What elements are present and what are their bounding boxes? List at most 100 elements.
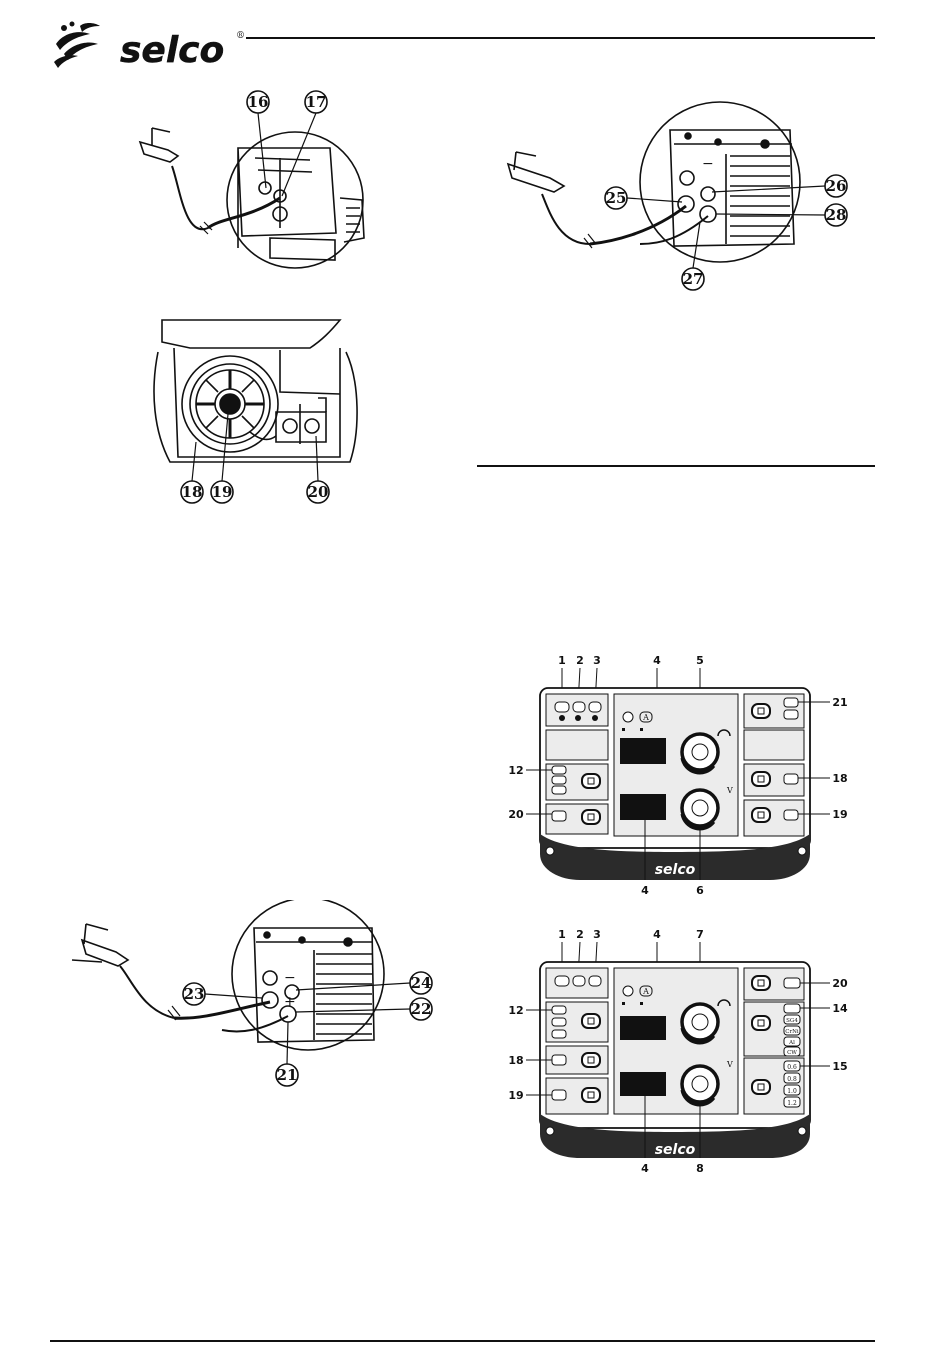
svg-text:24: 24: [411, 974, 432, 992]
callout-20: 20: [307, 436, 329, 503]
display-bottom: [620, 1072, 666, 1096]
amp-icon-label: A: [642, 987, 649, 996]
polarity-minus-label: −: [284, 970, 296, 986]
gas-label-crni: CrNi: [785, 1029, 799, 1035]
button-12[interactable]: [582, 774, 600, 788]
callout-19-panel: 19: [508, 1089, 523, 1102]
gas-label-sg4: SG4: [786, 1018, 798, 1024]
registered-mark: ®: [236, 31, 245, 41]
callout-15: 15: [832, 1060, 847, 1073]
button-18[interactable]: [752, 772, 770, 786]
callout-4-top: 4: [653, 654, 661, 667]
callout-12: 12: [508, 1004, 523, 1017]
svg-text:22: 22: [411, 1000, 432, 1018]
display-bottom: [620, 794, 666, 820]
button-20[interactable]: [752, 976, 770, 990]
figure-ground-clamp-connection-a: 16 17: [130, 88, 390, 278]
button-15[interactable]: [752, 1080, 770, 1094]
magnifier-circle: [227, 132, 363, 268]
svg-text:28: 28: [826, 206, 847, 224]
callout-18: 18: [181, 442, 203, 503]
logo-brand-text: selco: [120, 30, 224, 70]
callout-1: 1: [558, 928, 566, 941]
callout-18-panel: 18: [508, 1054, 523, 1067]
polarity-minus-label: −: [702, 156, 714, 172]
callout-19-panel: 19: [832, 808, 847, 821]
svg-text:21: 21: [277, 1066, 298, 1084]
footer-rule: [50, 1340, 875, 1342]
callout-24: 24: [296, 972, 432, 994]
svg-text:18: 18: [182, 483, 203, 501]
selco-logo: selco ®: [50, 18, 250, 70]
control-panel-diagram-1: 1 2 3 4 5 selco A V: [500, 648, 860, 900]
knob-top[interactable]: [682, 1004, 718, 1043]
svg-text:23: 23: [184, 985, 205, 1003]
knob-bottom[interactable]: [682, 1066, 718, 1105]
gas-label-al: Al: [788, 1040, 795, 1046]
panel-brand: selco: [655, 1142, 696, 1158]
callout-6: 6: [696, 884, 704, 897]
callout-8: 8: [696, 1162, 704, 1175]
panel-brand: selco: [655, 862, 696, 878]
button-19[interactable]: [752, 808, 770, 822]
knob-bottom[interactable]: [682, 790, 718, 829]
button-21[interactable]: [752, 704, 770, 718]
callout-1: 1: [558, 654, 566, 667]
callout-21: 21: [276, 1022, 298, 1086]
svg-text:20: 20: [308, 483, 329, 501]
callout-20-panel: 20: [832, 977, 848, 990]
callout-3: 3: [593, 928, 601, 941]
callout-23: 23: [183, 983, 262, 1005]
magnifier-circle: [232, 900, 384, 1050]
svg-text:25: 25: [606, 189, 627, 207]
header-rule: [246, 37, 875, 39]
callout-2: 2: [576, 654, 584, 667]
wire-label-0-6: 0.6: [787, 1064, 797, 1071]
volt-icon-label: V: [726, 786, 733, 795]
display-top: [620, 738, 666, 764]
callout-20-panel: 20: [508, 808, 524, 821]
magnifier-circle: [640, 102, 800, 262]
callout-21-panel: 21: [832, 696, 847, 709]
callout-18-panel: 18: [832, 772, 847, 785]
button-18[interactable]: [582, 1053, 600, 1067]
button-14[interactable]: [752, 1016, 770, 1030]
callout-5: 5: [696, 654, 704, 667]
svg-text:19: 19: [212, 483, 233, 501]
volt-icon-label: V: [726, 1060, 733, 1069]
svg-text:27: 27: [683, 270, 704, 288]
logo-mark-icon: [54, 22, 100, 69]
control-panel-diagram-2: 1 2 3 4 7 selco A V: [500, 922, 860, 1178]
callout-7: 7: [696, 928, 704, 941]
mode-icons: [555, 702, 601, 712]
wire-label-0-8: 0.8: [787, 1076, 797, 1083]
knob-top[interactable]: [682, 734, 718, 773]
wire-label-1-2: 1.2: [787, 1100, 797, 1107]
callout-22: 22: [296, 998, 432, 1020]
callout-14: 14: [832, 1002, 848, 1015]
amp-icon-label: A: [642, 713, 649, 722]
callout-17: 17: [282, 91, 327, 196]
callout-4-bottom: 4: [641, 1162, 649, 1175]
wire-label-1-0: 1.0: [787, 1088, 797, 1095]
svg-text:16: 16: [248, 93, 269, 111]
gas-label-cw: CW: [787, 1050, 797, 1056]
header: selco ®: [0, 0, 950, 80]
callout-2: 2: [576, 928, 584, 941]
button-12[interactable]: [582, 1014, 600, 1028]
callout-3: 3: [593, 654, 601, 667]
callout-4-bottom: 4: [641, 884, 649, 897]
callout-4-top: 4: [653, 928, 661, 941]
callout-12: 12: [508, 764, 523, 777]
button-19[interactable]: [582, 1088, 600, 1102]
section-divider: [477, 465, 875, 467]
svg-text:17: 17: [306, 93, 327, 111]
display-top: [620, 1016, 666, 1040]
figure-ground-clamp-connection-b: − 25 26 28 27: [490, 94, 860, 294]
polarity-plus-label: +: [284, 994, 296, 1010]
figure-wire-spool-compartment: 18 19 20: [150, 312, 370, 512]
svg-text:26: 26: [826, 177, 847, 195]
button-20[interactable]: [582, 810, 600, 824]
figure-ground-clamp-connection-c: − + 23 24 22 21: [62, 900, 442, 1100]
callout-28: 28: [716, 204, 847, 226]
